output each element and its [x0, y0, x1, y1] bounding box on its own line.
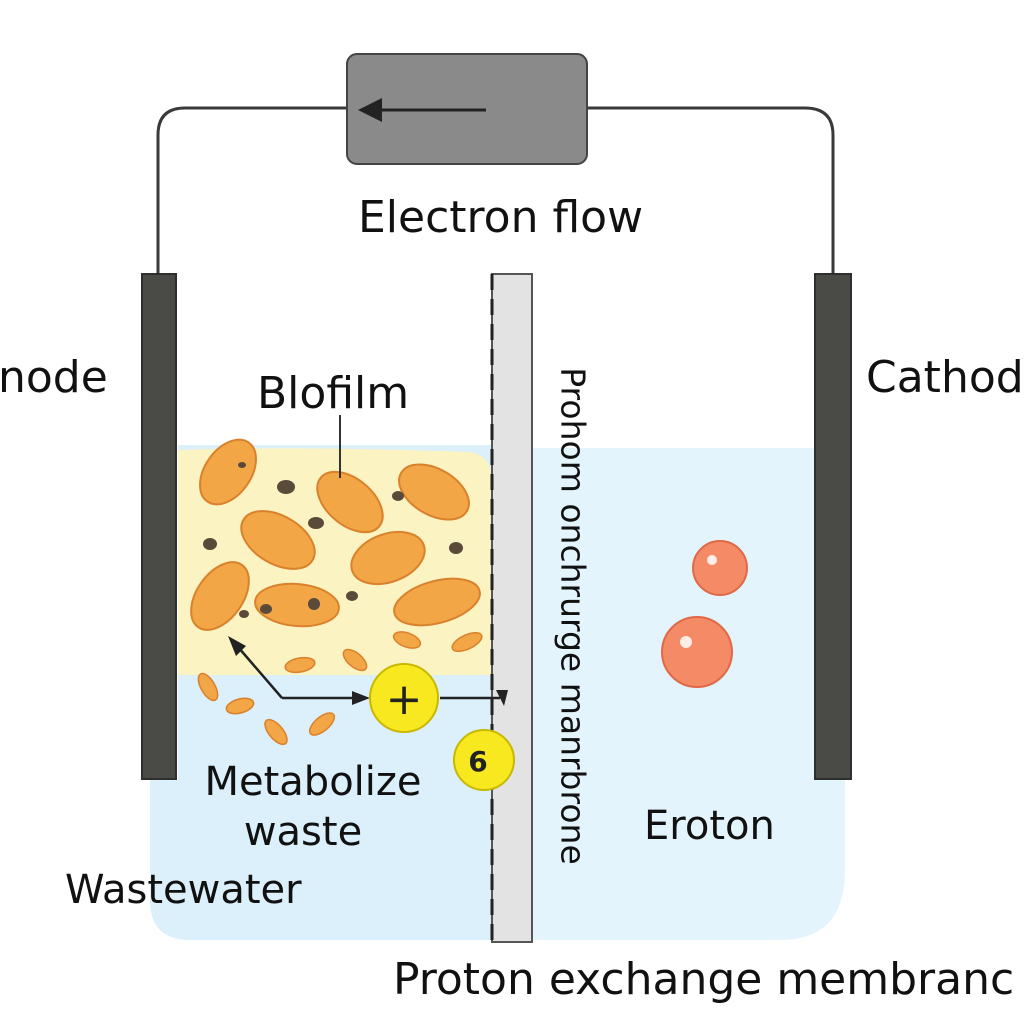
- cathode-electrode: [814, 273, 852, 780]
- arrow-head-icon: [228, 636, 246, 656]
- cathode-chamber: [532, 448, 845, 940]
- bacteria-cluster: [190, 438, 481, 631]
- proton-exchange-membrane: [491, 273, 533, 943]
- proton-label: Eroton: [644, 803, 775, 849]
- proton-particle: [661, 616, 733, 688]
- external-wire: [156, 106, 835, 275]
- left-arrow-icon: [358, 98, 486, 122]
- organic-particles: [203, 462, 463, 618]
- bacteria-fragments: [197, 631, 483, 746]
- membrane-vertical-label: Prohom onchrurge manrbrone: [553, 367, 593, 865]
- biofilm-label: Blofilm: [257, 368, 410, 419]
- electron-flow-label: Electron flow: [358, 192, 644, 243]
- electron-badge-number: 6: [468, 745, 487, 778]
- waste-label: waste: [243, 809, 363, 855]
- plus-symbol: +: [386, 674, 423, 725]
- anode-electrode: [141, 273, 177, 780]
- proton-particle: [692, 540, 748, 596]
- wastewater-label: Wastewater: [65, 867, 302, 913]
- arrow-head-icon: [352, 691, 370, 705]
- plus-badge: [369, 663, 439, 733]
- arrow-head-icon: [496, 690, 508, 706]
- electron-badge: [453, 729, 515, 791]
- cathode-label: Cathod: [866, 352, 1024, 403]
- anode-label: node: [0, 352, 108, 403]
- metabolize-label: Metabolize: [204, 759, 422, 805]
- membrane-bottom-label: Proton exchange membranc: [393, 954, 1015, 1005]
